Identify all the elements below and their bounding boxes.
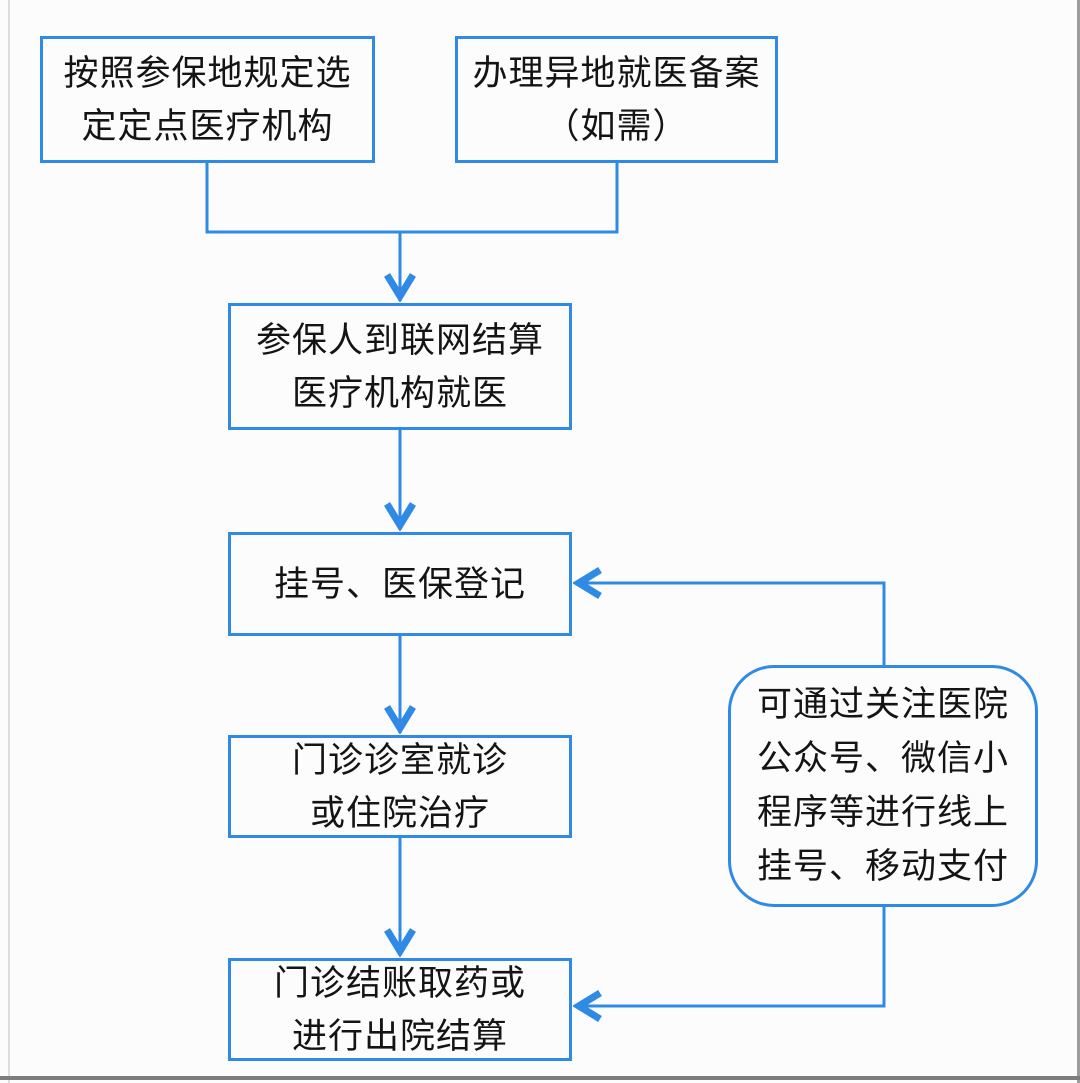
node-select-designated-provider: 按照参保地规定选 定定点医疗机构 xyxy=(40,36,375,163)
node-text-line: 公众号、微信小 xyxy=(756,739,1009,778)
node-text-line: 参保人到联网结算 xyxy=(255,320,544,360)
node-text-line: 门诊结账取药或 xyxy=(273,963,526,1003)
node-text-line: （如需） xyxy=(544,106,689,146)
node-remote-medical-filing: 办理异地就医备案 （如需） xyxy=(455,36,778,163)
node-text-line: 挂号、移动支付 xyxy=(756,847,1009,886)
image-frame-bottom-line xyxy=(0,1076,1080,1080)
node-online-services-note: 可通过关注医院 公众号、微信小 程序等进行线上 挂号、移动支付 xyxy=(728,665,1038,907)
connector-merge-bar xyxy=(205,163,619,234)
node-text-line: 医疗机构就医 xyxy=(291,373,508,413)
connector-note-to-registration-arrow xyxy=(580,583,886,665)
node-text-line: 办理异地就医备案 xyxy=(472,53,761,93)
node-text-line: 门诊诊室就诊 xyxy=(291,740,508,780)
image-frame-right-line xyxy=(1077,0,1080,1083)
node-text-line: 程序等进行线上 xyxy=(756,793,1009,832)
node-text-line: 进行出院结算 xyxy=(291,1016,508,1056)
node-outpatient-or-inpatient: 门诊诊室就诊 或住院治疗 xyxy=(228,735,572,838)
node-text-line: 挂号、医保登记 xyxy=(273,564,526,604)
node-text-line: 可通过关注医院 xyxy=(756,685,1009,724)
image-frame-left-line xyxy=(8,0,10,1083)
node-text-line: 按照参保地规定选 xyxy=(63,53,352,93)
node-text-line: 或住院治疗 xyxy=(309,793,490,833)
node-registration-insurance-checkin: 挂号、医保登记 xyxy=(228,532,572,636)
connector-note-to-settlement-arrow xyxy=(580,907,886,1006)
node-text-line: 定定点医疗机构 xyxy=(81,106,334,146)
node-settlement-and-discharge: 门诊结账取药或 进行出院结算 xyxy=(228,958,572,1061)
node-visit-networked-provider: 参保人到联网结算 医疗机构就医 xyxy=(228,303,572,430)
